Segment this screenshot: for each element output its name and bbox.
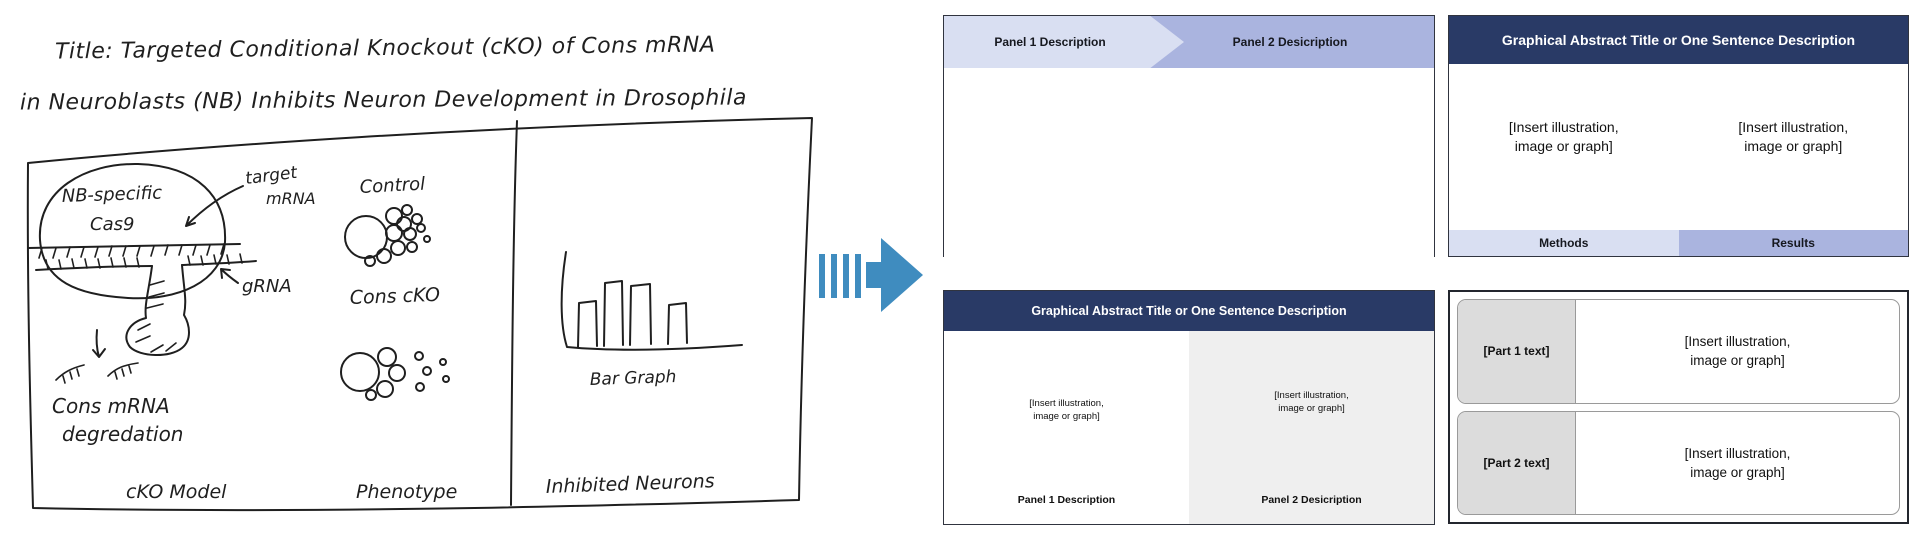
panel2-caption: Panel 2 Desicription bbox=[1261, 494, 1362, 506]
template2-title: Graphical Abstract Title or One Sentence… bbox=[1501, 32, 1856, 48]
down-arrow bbox=[92, 329, 106, 358]
hand-drawn-sketch: NB-specific Cas9 target mRNA gRNA Cons m… bbox=[26, 117, 923, 512]
template-chevron-panels: Panel 2 Desicription Panel 1 Description bbox=[943, 15, 1435, 258]
part1-label: [Part 1 text] bbox=[1458, 300, 1576, 403]
stem-loop-hatches bbox=[135, 280, 177, 353]
placeholder-line2: image or graph] bbox=[1744, 138, 1843, 155]
cko-model-caption: cKO Model bbox=[126, 481, 227, 503]
template3-body: [Insert illustration, image or graph] Pa… bbox=[944, 331, 1434, 524]
template2-footer: Methods Results bbox=[1449, 230, 1908, 256]
mrna-strand bbox=[27, 243, 241, 249]
bar-graph-label: Bar Graph bbox=[589, 367, 676, 390]
placeholder-line1: [Insert illustration, bbox=[1508, 119, 1619, 136]
template3-title: Graphical Abstract Title or One Sentence… bbox=[1031, 304, 1347, 318]
cko-cell-cluster bbox=[340, 347, 450, 401]
part2-label: [Part 2 text] bbox=[1458, 411, 1576, 514]
template-methods-results: Graphical Abstract Title or One Sentence… bbox=[1448, 15, 1909, 257]
template2-body: [Insert illustration, image or graph] [I… bbox=[1449, 64, 1908, 230]
template3-title-bar: Graphical Abstract Title or One Sentence… bbox=[944, 291, 1434, 331]
placeholder-line1: [Insert illustration, bbox=[1029, 397, 1104, 409]
panel2-band: Panel 2 Desicription bbox=[1146, 16, 1434, 68]
mrna-ticks bbox=[38, 243, 225, 259]
bar-graph-sketch: Bar Graph Inhibited Neurons bbox=[545, 251, 743, 498]
insert-placeholder-right: [Insert illustration, image or graph] bbox=[1679, 118, 1909, 156]
placeholder-line2: image or graph] bbox=[1690, 464, 1785, 480]
mrna-fragments bbox=[55, 362, 139, 384]
target-arrow bbox=[185, 185, 244, 227]
result-line1: Cons mRNA bbox=[52, 394, 170, 418]
placeholder-line1: [Insert illustration, bbox=[1274, 389, 1349, 401]
placeholder-line2: image or graph] bbox=[1033, 410, 1100, 422]
part1-body: [Insert illustration, image or graph] bbox=[1576, 300, 1899, 403]
placeholder-line2: image or graph] bbox=[1514, 138, 1613, 155]
insert-placeholder-right: [Insert illustration, image or graph] bbox=[1189, 389, 1434, 415]
cko-label: Cons cKO bbox=[349, 284, 440, 309]
phenotype-sketch: Control Cons cKO Phenotype bbox=[340, 174, 457, 503]
inhibited-neurons-caption: Inhibited Neurons bbox=[545, 470, 715, 498]
panel1-band-label: Panel 1 Description bbox=[994, 35, 1106, 49]
panel1-band: Panel 1 Description bbox=[944, 16, 1184, 68]
cko-model-sketch: NB-specific Cas9 target mRNA gRNA Cons m… bbox=[27, 162, 316, 503]
phenotype-caption: Phenotype bbox=[356, 481, 457, 503]
part2-row: [Part 2 text] [Insert illustration, imag… bbox=[1457, 410, 1900, 515]
target-label-line1: target bbox=[244, 163, 299, 189]
cell-label-line2: Cas9 bbox=[90, 214, 134, 235]
template-two-panel: Graphical Abstract Title or One Sentence… bbox=[943, 290, 1435, 525]
sketch-panel-divider bbox=[510, 120, 518, 506]
control-cell-cluster bbox=[344, 204, 431, 267]
part1-row: [Part 1 text] [Insert illustration, imag… bbox=[1457, 299, 1900, 404]
template2-title-bar: Graphical Abstract Title or One Sentence… bbox=[1449, 16, 1908, 64]
placeholder-line1: [Insert illustration, bbox=[1684, 334, 1791, 350]
part2-body: [Insert illustration, image or graph] bbox=[1576, 412, 1899, 515]
chevron-header: Panel 2 Desicription Panel 1 Description bbox=[944, 16, 1434, 68]
grna-ticks bbox=[45, 253, 243, 270]
result-line2: degredation bbox=[62, 422, 183, 446]
placeholder-line2: image or graph] bbox=[1278, 402, 1345, 414]
placeholder-line2: image or graph] bbox=[1690, 353, 1785, 369]
insert-placeholder: [Insert illustration, image or graph] bbox=[1685, 332, 1791, 370]
panel1-column: [Insert illustration, image or graph] Pa… bbox=[944, 331, 1189, 524]
grna-arrow bbox=[220, 268, 239, 284]
panel1-caption: Panel 1 Description bbox=[1017, 494, 1116, 506]
sketch-box-outline bbox=[26, 117, 813, 512]
graph-axes bbox=[560, 251, 743, 351]
panel2-band-label: Panel 2 Desicription bbox=[1232, 35, 1348, 49]
grna-strand bbox=[35, 260, 257, 271]
grna-stem-loop bbox=[125, 264, 190, 356]
placeholder-line1: [Insert illustration, bbox=[1738, 119, 1849, 136]
template-part-rows: [Part 1 text] [Insert illustration, imag… bbox=[1448, 290, 1909, 524]
insert-placeholder: [Insert illustration, image or graph] bbox=[1685, 444, 1791, 482]
placeholder-line1: [Insert illustration, bbox=[1684, 445, 1791, 461]
methods-band: Methods bbox=[1449, 230, 1679, 256]
control-label: Control bbox=[359, 174, 425, 198]
insert-placeholder-left: [Insert illustration, image or graph] bbox=[944, 397, 1189, 423]
target-label-line2: mRNA bbox=[266, 189, 316, 208]
grna-label: gRNA bbox=[242, 276, 292, 297]
transform-arrow-icon bbox=[819, 238, 923, 312]
cell-oval bbox=[38, 162, 227, 300]
cell-label-line1: NB-specific bbox=[61, 183, 162, 207]
graph-bars bbox=[577, 280, 688, 348]
panel2-column: [Insert illustration, image or graph] Pa… bbox=[1189, 331, 1434, 524]
results-band: Results bbox=[1678, 230, 1908, 256]
template1-empty-body bbox=[944, 68, 1434, 258]
insert-placeholder-left: [Insert illustration, image or graph] bbox=[1449, 118, 1679, 156]
